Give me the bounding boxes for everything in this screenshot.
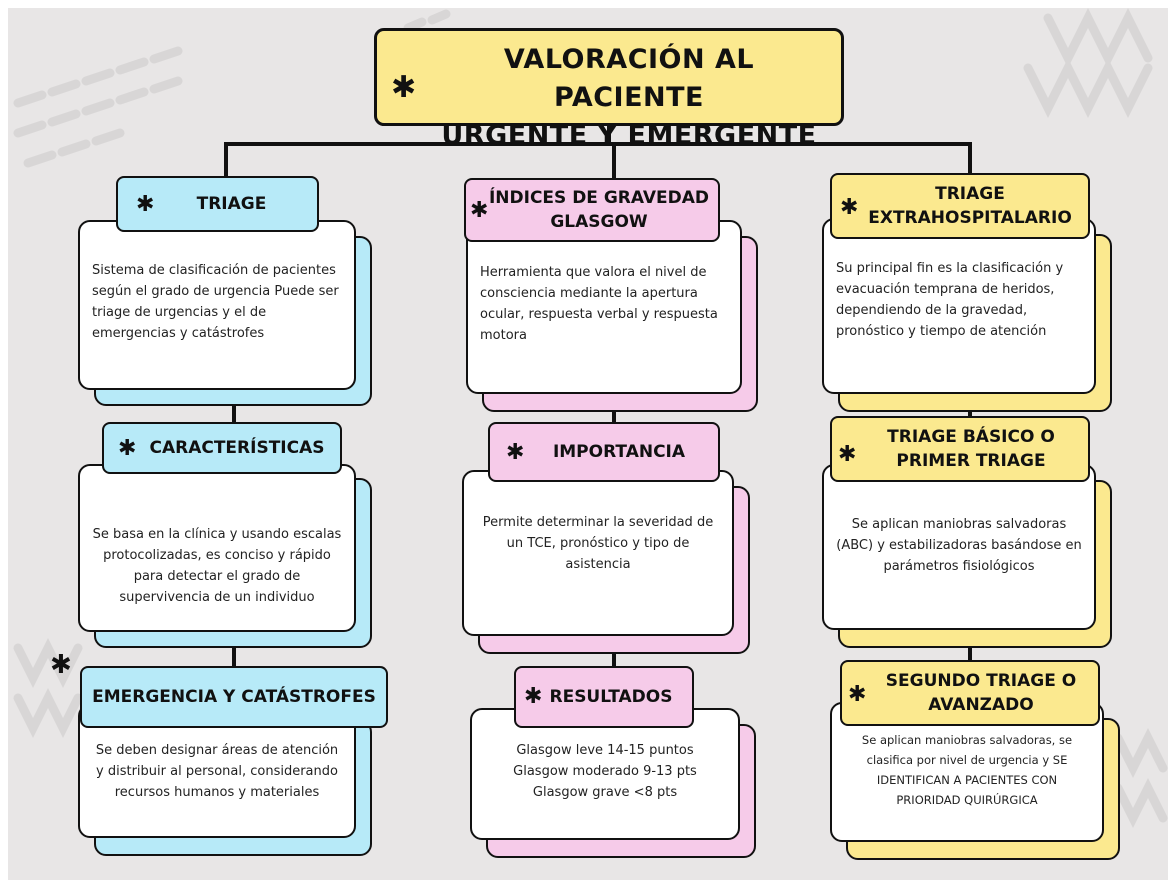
caracteristicas-header: ✱ CARACTERÍSTICAS bbox=[102, 422, 342, 474]
importancia-card: Permite determinar la severidad de un TC… bbox=[462, 470, 734, 636]
extrahospitalario-title-line-2: EXTRAHOSPITALARIO bbox=[868, 208, 1072, 228]
caracteristicas-title: CARACTERÍSTICAS bbox=[149, 438, 325, 458]
extrahospitalario-header: ✱ TRIAGE EXTRAHOSPITALARIO bbox=[830, 173, 1090, 239]
triage-title: TRIAGE bbox=[196, 194, 267, 214]
segundo-triage-header: ✱ SEGUNDO TRIAGE O AVANZADO bbox=[840, 660, 1100, 726]
extrahospitalario-description: Su principal fin es la clasificación y e… bbox=[836, 261, 1064, 339]
indices-description: Herramienta que valora el nivel de consc… bbox=[480, 265, 718, 343]
emergencia-header: EMERGENCIA Y CATÁSTROFES bbox=[80, 666, 388, 728]
indices-title-line-1: ÍNDICES DE GRAVEDAD bbox=[488, 188, 710, 208]
segundo-triage-title-line-1: SEGUNDO TRIAGE O bbox=[885, 671, 1077, 691]
star-icon: ✱ bbox=[470, 198, 489, 223]
segundo-triage-title-line-2: AVANZADO bbox=[928, 695, 1034, 715]
importancia-title: IMPORTANCIA bbox=[552, 442, 686, 462]
main-title: VALORACIÓN AL PACIENTE URGENTE Y EMERGEN… bbox=[427, 41, 831, 155]
triage-basico-card: Se aplican maniobras salvadoras (ABC) y … bbox=[822, 464, 1096, 630]
star-icon: ✱ bbox=[506, 440, 525, 465]
extrahospitalario-title-line-1: TRIAGE bbox=[935, 184, 1005, 204]
resultados-line-3: Glasgow grave <8 pts bbox=[532, 785, 678, 800]
triage-basico-header: ✱ TRIAGE BÁSICO O PRIMER TRIAGE bbox=[830, 416, 1090, 482]
resultados-line-2: Glasgow moderado 9-13 pts bbox=[513, 764, 697, 779]
star-icon: ✱ bbox=[136, 192, 155, 217]
star-icon: ✱ bbox=[50, 650, 72, 680]
resultados-line-1: Glasgow leve 14-15 puntos bbox=[516, 743, 694, 758]
main-title-line-1: VALORACIÓN AL PACIENTE bbox=[503, 44, 755, 113]
segundo-triage-description: Se aplican maniobras salvadoras, se clas… bbox=[861, 733, 1073, 807]
main-title-box: ✱ VALORACIÓN AL PACIENTE URGENTE Y EMERG… bbox=[374, 28, 844, 151]
star-icon: ✱ bbox=[848, 682, 867, 707]
star-icon: ✱ bbox=[118, 436, 137, 461]
resultados-title: RESULTADOS bbox=[549, 687, 673, 707]
star-icon: ✱ bbox=[524, 684, 543, 709]
star-icon: ✱ bbox=[838, 442, 857, 467]
triage-basico-description: Se aplican maniobras salvadoras (ABC) y … bbox=[836, 517, 1082, 574]
star-icon: ✱ bbox=[391, 70, 417, 105]
star-icon: ✱ bbox=[840, 195, 859, 220]
triage-basico-title-line-1: TRIAGE BÁSICO O bbox=[887, 427, 1055, 447]
emergencia-title: EMERGENCIA Y CATÁSTROFES bbox=[92, 687, 376, 707]
resultados-header: ✱ RESULTADOS bbox=[514, 666, 694, 728]
indices-title-line-2: GLASGOW bbox=[550, 212, 648, 232]
emergencia-description: Se deben designar áreas de atención y di… bbox=[95, 743, 339, 800]
importancia-header: ✱ IMPORTANCIA bbox=[488, 422, 720, 482]
importancia-description: Permite determinar la severidad de un TC… bbox=[482, 515, 714, 572]
indices-card: Herramienta que valora el nivel de consc… bbox=[466, 220, 742, 394]
background-decoration bbox=[13, 8, 1168, 829]
triage-description: Sistema de clasificación de pacientes se… bbox=[92, 263, 339, 341]
triage-header: ✱ TRIAGE bbox=[116, 176, 319, 232]
caracteristicas-description: Se basa en la clínica y usando escalas p… bbox=[92, 527, 342, 605]
indices-header: ✱ ÍNDICES DE GRAVEDAD GLASGOW bbox=[464, 178, 720, 242]
triage-basico-title-line-2: PRIMER TRIAGE bbox=[896, 451, 1046, 471]
triage-card: Sistema de clasificación de pacientes se… bbox=[78, 220, 356, 390]
diagram-canvas: ✱ VALORACIÓN AL PACIENTE URGENTE Y EMERG… bbox=[8, 8, 1168, 880]
caracteristicas-card: Se basa en la clínica y usando escalas p… bbox=[78, 464, 356, 632]
extrahospitalario-card: Su principal fin es la clasificación y e… bbox=[822, 218, 1096, 394]
main-title-line-2: URGENTE Y EMERGENTE bbox=[441, 120, 817, 151]
